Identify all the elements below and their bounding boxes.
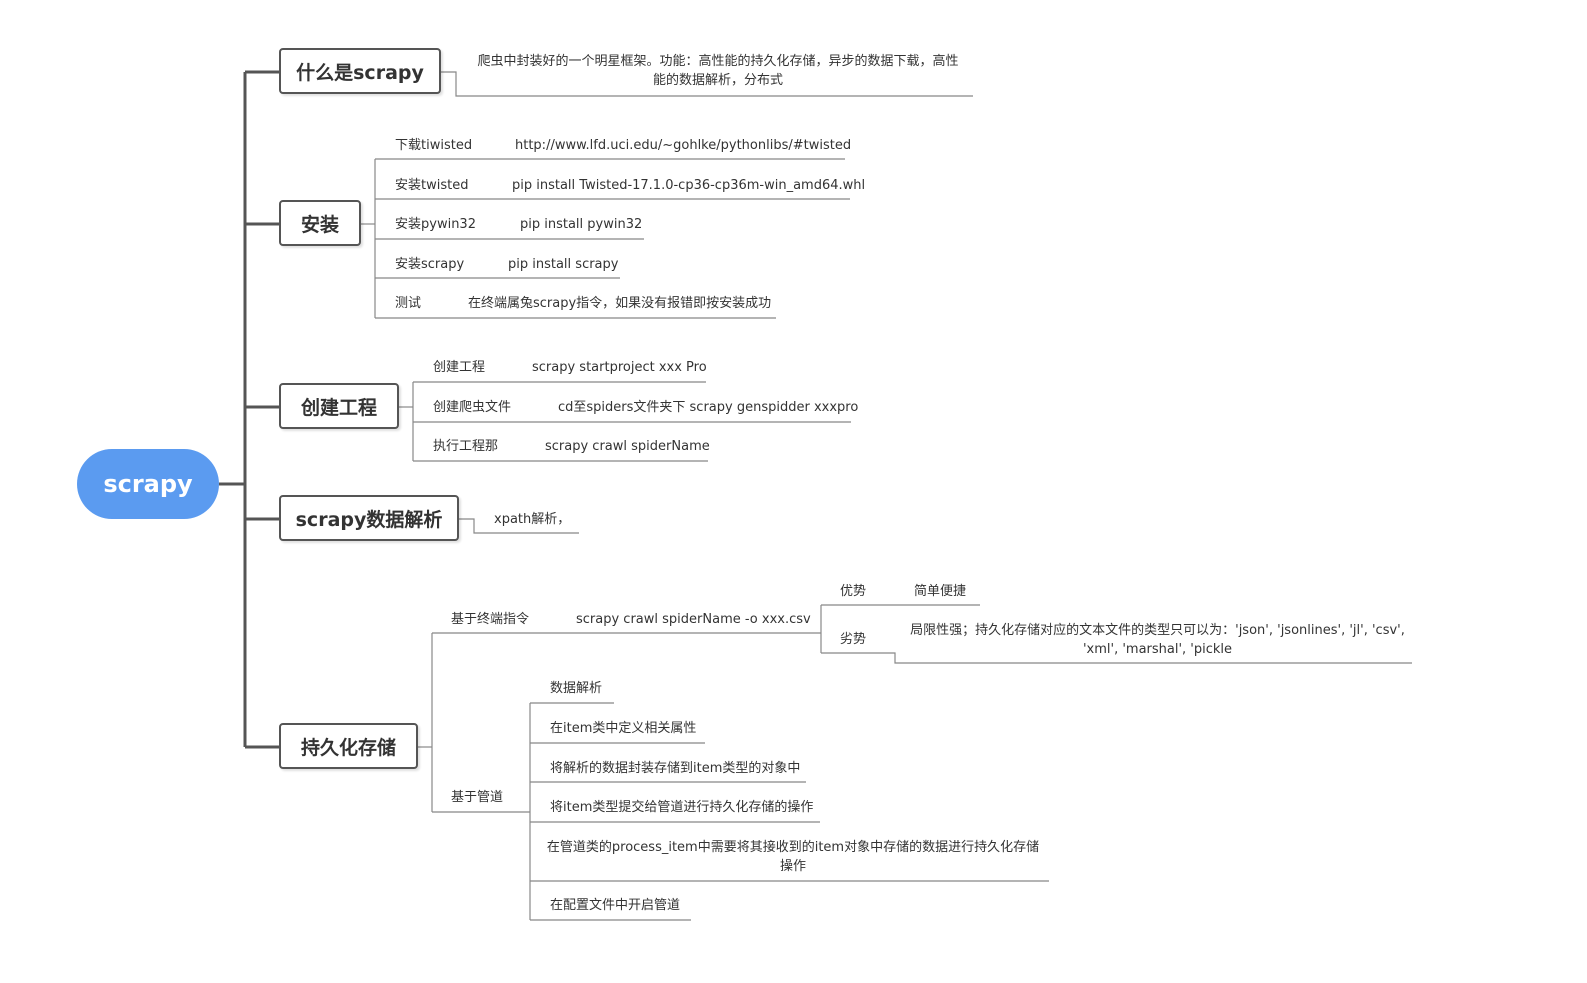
topic-install[interactable]: 安装 [279,200,361,246]
terminal-command: scrapy crawl spiderName -o xxx.csv [576,612,811,627]
topic-data-parse[interactable]: scrapy数据解析 [279,495,459,541]
install-label-4: 安装scrapy [395,257,465,272]
advantage-label: 优势 [840,584,867,599]
install-label-3: 安装pywin32 [395,217,476,232]
install-label-5: 测试 [395,296,422,311]
pipeline-step-1: 数据解析 [550,681,603,696]
install-value-3: pip install pywin32 [520,217,643,232]
terminal-label: 基于终端指令 [451,612,530,627]
topic-create-project[interactable]: 创建工程 [279,383,399,429]
disadvantage-value-line1: 局限性强；持久化存储对应的文本文件的类型只可以为：'json', 'jsonli… [910,623,1405,638]
pipeline-step-6: 在配置文件中开启管道 [550,898,681,913]
pipeline-step-4: 将item类型提交给管道进行持久化存储的操作 [550,800,814,815]
install-value-2: pip install Twisted-17.1.0-cp36-cp36m-wi… [512,178,866,193]
what-desc-line1: 爬虫中封装好的一个明星框架。功能：高性能的持久化存储，异步的数据下载，高性 [477,54,959,69]
project-label-2: 创建爬虫文件 [433,400,512,415]
project-value-1: scrapy startproject xxx Pro [532,360,707,375]
disadvantage-value-line2: 'xml', 'marshal', 'pickle [1082,642,1233,657]
project-value-3: scrapy crawl spiderName [545,439,710,454]
parse-desc: xpath解析， [494,512,571,527]
disadvantage-label: 劣势 [840,632,867,647]
install-label-2: 安装twisted [395,178,469,193]
what-desc-line2: 能的数据解析，分布式 [652,73,783,88]
pipeline-step-5-line2: 操作 [779,859,806,874]
pipeline-step-3: 将解析的数据封装存储到item类型的对象中 [550,761,801,776]
install-value-1: http://www.lfd.uci.edu/~gohlke/pythonlib… [515,138,852,153]
pipeline-label: 基于管道 [451,790,504,805]
advantage-value: 简单便捷 [914,584,967,599]
pipeline-step-2: 在item类中定义相关属性 [550,721,697,736]
project-value-2: cd至spiders文件夹下 scrapy genspidder xxxpro [558,400,859,415]
project-label-1: 创建工程 [433,360,486,375]
pipeline-step-5-line1: 在管道类的process_item中需要将其接收到的item对象中存储的数据进行… [546,840,1040,855]
install-value-5: 在终端属兔scrapy指令，如果没有报错即按安装成功 [468,296,772,311]
install-label-1: 下载tiwisted [395,138,473,153]
install-value-4: pip install scrapy [508,257,619,272]
topic-storage[interactable]: 持久化存储 [279,723,418,769]
topic-what-is-scrapy[interactable]: 什么是scrapy [279,48,441,94]
root-node[interactable]: scrapy [77,449,219,519]
project-label-3: 执行工程那 [433,439,499,454]
